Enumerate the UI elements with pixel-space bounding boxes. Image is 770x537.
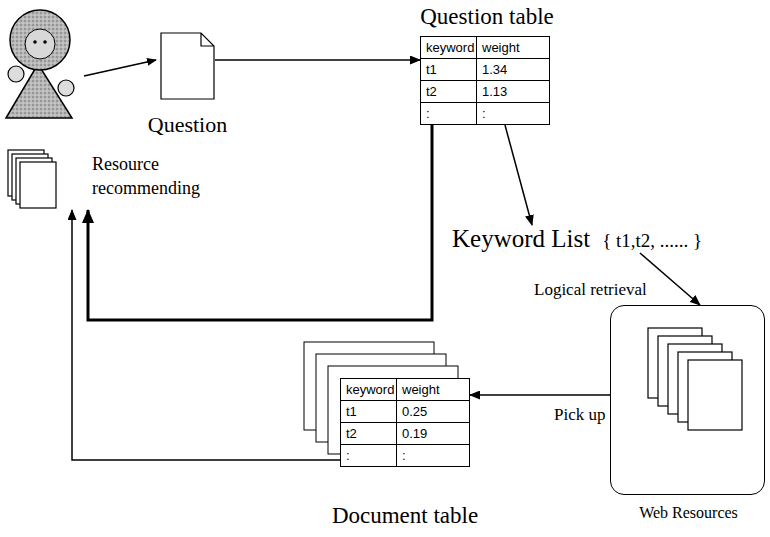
flow-arrow bbox=[640, 253, 700, 305]
flow-arrow bbox=[88, 125, 432, 320]
table-cell: keyword bbox=[421, 37, 477, 59]
keyword-weight-table: keywordweightt11.34t21.13:: bbox=[420, 36, 550, 125]
web-document-stack bbox=[648, 328, 742, 430]
table-heading: Document table bbox=[332, 503, 478, 529]
document-table: keywordweightt10.25t20.19::Document tabl… bbox=[340, 378, 470, 467]
recommend-label: Resource recommending bbox=[92, 152, 242, 200]
table-cell: keyword bbox=[341, 379, 397, 401]
keyword-weight-table: keywordweightt10.25t20.19:: bbox=[340, 378, 470, 467]
table-cell: 1.13 bbox=[477, 81, 549, 103]
page-icon bbox=[688, 360, 742, 430]
submit-arrow bbox=[84, 60, 156, 76]
table-cell: 0.25 bbox=[397, 401, 469, 423]
table-cell: weight bbox=[397, 379, 469, 401]
person-figure bbox=[6, 10, 74, 118]
table-cell: t2 bbox=[421, 81, 477, 103]
table-cell: t2 bbox=[341, 423, 397, 445]
person-hand bbox=[58, 80, 74, 96]
resource-recommending: Resource recommending bbox=[4, 148, 246, 210]
table-cell: : bbox=[341, 445, 397, 466]
table-cell: t1 bbox=[341, 401, 397, 423]
box-caption: Web Resources bbox=[639, 504, 738, 522]
question-document: Question bbox=[160, 32, 215, 100]
document-outline bbox=[160, 32, 215, 100]
page-icon bbox=[20, 162, 56, 208]
person-hand bbox=[8, 66, 24, 82]
question-table: keywordweightt11.34t21.13::Question tabl… bbox=[420, 36, 550, 125]
table-cell: 1.34 bbox=[477, 59, 549, 81]
flow-arrow bbox=[72, 210, 340, 460]
person-eye bbox=[33, 40, 37, 44]
table-cell: : bbox=[421, 103, 477, 124]
table-heading: Question table bbox=[420, 4, 554, 30]
person-face bbox=[25, 29, 55, 59]
keyword-list-items: { t1,t2, ...... } bbox=[602, 230, 702, 252]
page-shape bbox=[161, 33, 214, 99]
edge-label: Logical retrieval bbox=[532, 280, 649, 300]
person-eye bbox=[43, 40, 47, 44]
resource-stack bbox=[8, 150, 56, 208]
keyword-list-title: Keyword List bbox=[452, 225, 590, 253]
table-cell: 0.19 bbox=[397, 423, 469, 445]
flow-arrow bbox=[470, 394, 610, 396]
person-head bbox=[10, 10, 70, 70]
flow-arrow bbox=[215, 59, 420, 61]
table-cell: t1 bbox=[421, 59, 477, 81]
table-cell: : bbox=[477, 103, 549, 124]
document-label: Question bbox=[148, 112, 227, 138]
web-resources-box: Web Resources bbox=[610, 305, 765, 495]
edge-label: Pick up bbox=[552, 405, 607, 425]
flow-arrow bbox=[505, 125, 532, 225]
keyword-list: Keyword List { t1,t2, ...... } bbox=[452, 225, 702, 253]
table-cell: weight bbox=[477, 37, 549, 59]
table-cell: : bbox=[397, 445, 469, 466]
